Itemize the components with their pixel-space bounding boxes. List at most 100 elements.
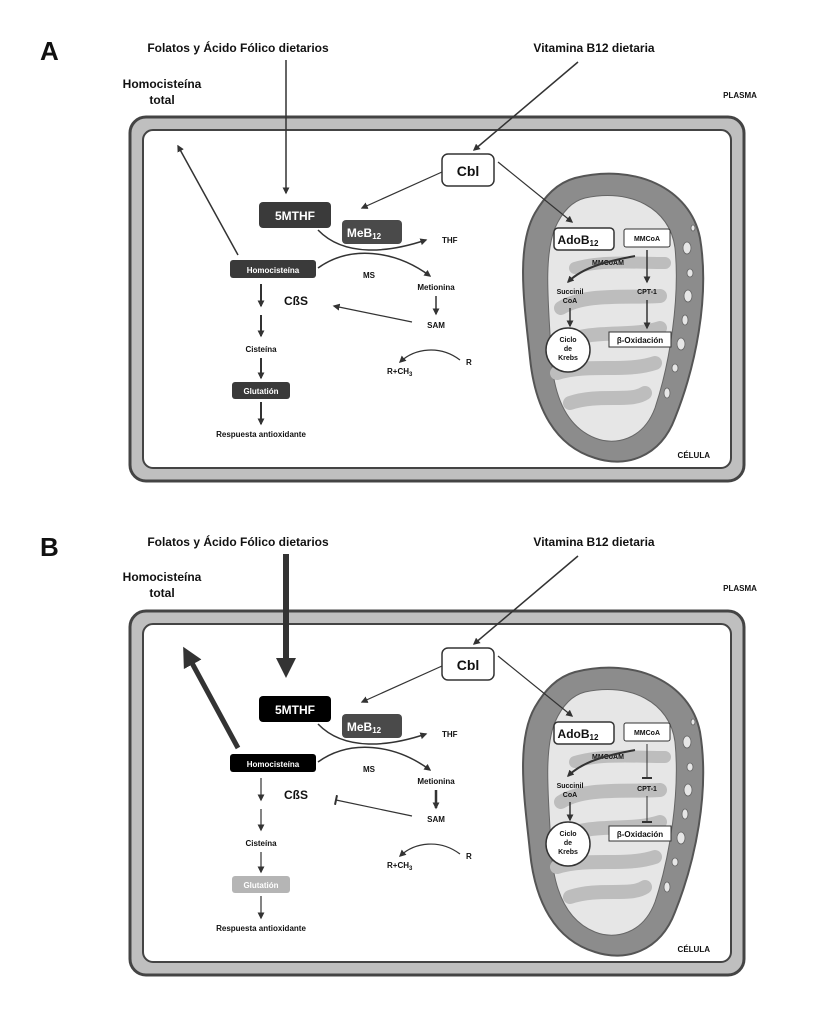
methylation-arrow	[398, 349, 461, 363]
cisteina-label: Cisteína	[245, 839, 277, 848]
thf-label: THF	[442, 236, 458, 245]
b12-source-label: Vitamina B12 dietaria	[533, 41, 654, 55]
cbl-to-meb12-arrow	[360, 171, 443, 209]
boxidation-label: β-Oxidación	[617, 336, 663, 345]
hcy-to-met-arrow	[317, 252, 432, 277]
panel-letter: B	[40, 532, 59, 562]
panel-letter: A	[40, 36, 59, 66]
mthf-to-thf-arrow	[317, 229, 428, 251]
mthf-box	[259, 202, 331, 228]
krebs-label-3: Krebs	[558, 849, 578, 856]
cpt1-label: CPT-1	[637, 289, 657, 296]
plasma-label: PLASMA	[723, 91, 757, 100]
b12-source-label: Vitamina B12 dietaria	[533, 535, 654, 549]
antioxidant-label: Respuesta antioxidante	[216, 924, 306, 933]
succinil-label: Succinil	[557, 783, 584, 790]
methylation-arrow	[398, 843, 461, 857]
cbl-to-adob12-arrow	[497, 161, 574, 223]
hcy-to-met-arrow	[317, 746, 432, 771]
krebs-circle	[545, 821, 591, 867]
krebs-label-3: Krebs	[558, 355, 578, 362]
b12-intake-arrow	[472, 555, 579, 645]
boxidation-box	[608, 331, 672, 348]
homocysteine-label: Homocisteína	[247, 760, 300, 769]
mmcoa-label: MMCoA	[634, 236, 660, 243]
cpt1-label: CPT-1	[637, 786, 657, 793]
adob12-box	[553, 227, 615, 251]
mmcoam-label: MMCoAM	[592, 754, 624, 761]
meb12-label: MeB12	[347, 720, 382, 735]
krebs-label-1: Ciclo	[559, 337, 576, 344]
folate-source-label: Folatos y Ácido Fólico dietarios	[147, 40, 329, 55]
mmcoa-box	[623, 228, 671, 248]
homocysteine-total-label-2: total	[149, 586, 174, 600]
cbs-label: CßS	[284, 294, 308, 308]
r-label: R	[466, 852, 472, 861]
cbl-box	[441, 153, 495, 187]
krebs-label-2: de	[564, 346, 572, 353]
ms-label: MS	[363, 271, 376, 280]
glutation-label: Glutatión	[243, 387, 278, 396]
thf-label: THF	[442, 730, 458, 739]
mmcoa-box	[623, 722, 671, 742]
meb12-box	[342, 220, 402, 244]
mthf-box	[259, 696, 331, 722]
homocysteine-box	[230, 260, 316, 278]
mmcoam-label: MMCoAM	[592, 260, 624, 267]
b12-intake-arrow	[472, 61, 579, 151]
homocysteine-label: Homocisteína	[247, 266, 300, 275]
homocysteine-export-arrow	[177, 144, 239, 256]
cell-label: CÉLULA	[678, 451, 711, 460]
sam-to-cbs-inhibition	[333, 794, 413, 817]
mmcoa-to-succinyl-arrow	[567, 749, 636, 777]
homocysteine-total-label-2: total	[149, 93, 174, 107]
homocysteine-export-arrow-thick	[183, 646, 241, 750]
metionina-label: Metionina	[417, 283, 455, 292]
r-label: R	[466, 358, 472, 367]
cbl-label: Cbl	[457, 657, 480, 673]
metionina-label: Metionina	[417, 777, 455, 786]
homocysteine-box	[230, 754, 316, 772]
meb12-box	[342, 714, 402, 738]
sam-label: SAM	[427, 321, 445, 330]
meb12-label: MeB12	[347, 226, 382, 241]
krebs-label-1: Ciclo	[559, 831, 576, 838]
cbl-to-adob12-arrow	[497, 655, 574, 717]
mthf-to-thf-arrow	[317, 723, 428, 745]
antioxidant-label: Respuesta antioxidante	[216, 430, 306, 439]
mmcoa-label: MMCoA	[634, 730, 660, 737]
cell-label: CÉLULA	[678, 945, 711, 954]
rch3-label: R+CH3	[387, 861, 413, 872]
ms-label: MS	[363, 765, 376, 774]
glutation-box-faded	[232, 876, 290, 893]
panel-b: B Folatos y Ácido Fólico dietarios Vitam…	[40, 532, 757, 977]
krebs-circle	[545, 327, 591, 373]
cisteina-label: Cisteína	[245, 345, 277, 354]
sam-label: SAM	[427, 815, 445, 824]
cbl-label: Cbl	[457, 163, 480, 179]
krebs-label-2: de	[564, 840, 572, 847]
boxidation-label: β-Oxidación	[617, 830, 663, 839]
boxidation-box	[608, 825, 672, 842]
homocysteine-total-label: Homocisteína	[123, 77, 202, 91]
homocysteine-total-label: Homocisteína	[123, 570, 202, 584]
cbl-to-meb12-arrow	[360, 665, 443, 703]
coa-label: CoA	[563, 298, 577, 305]
panel-a: A Folatos y Ácido Fólico dietarios Vitam…	[40, 36, 757, 483]
mthf-label: 5MTHF	[275, 703, 315, 717]
cbl-box	[441, 647, 495, 681]
adob12-label: AdoB12	[558, 727, 599, 742]
cbs-label: CßS	[284, 788, 308, 802]
rch3-label: R+CH3	[387, 367, 413, 378]
mmcoa-to-succinyl-arrow	[567, 255, 636, 283]
glutation-box	[232, 382, 290, 399]
adob12-label: AdoB12	[558, 233, 599, 248]
plasma-label: PLASMA	[723, 584, 757, 593]
succinil-label: Succinil	[557, 289, 584, 296]
folate-source-label: Folatos y Ácido Fólico dietarios	[147, 534, 329, 549]
sam-to-cbs-activation	[332, 303, 413, 323]
adob12-box	[553, 721, 615, 745]
coa-label: CoA	[563, 792, 577, 799]
mthf-label: 5MTHF	[275, 209, 315, 223]
